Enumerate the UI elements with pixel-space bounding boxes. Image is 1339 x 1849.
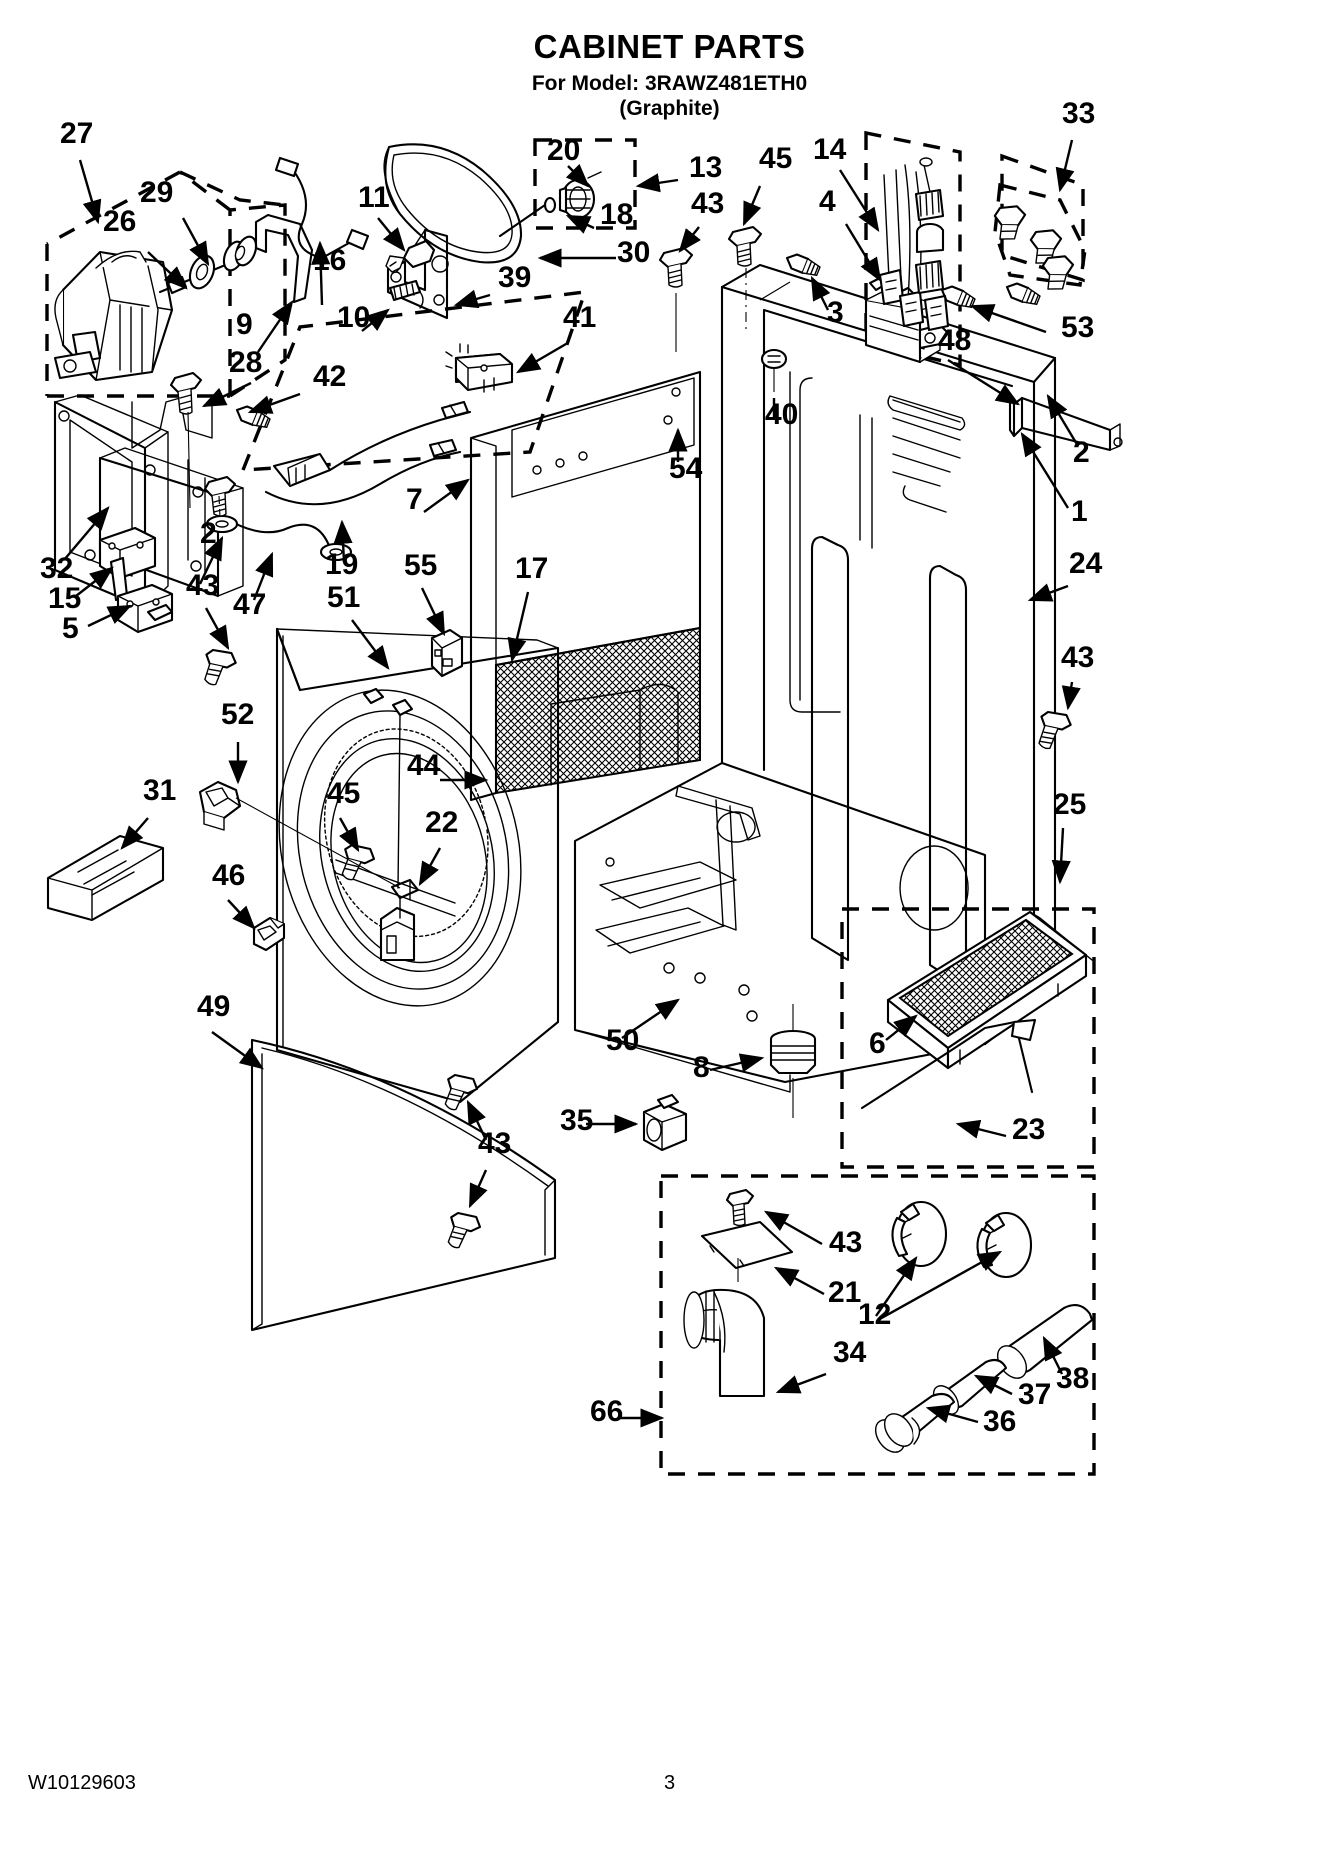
model-line: For Model: 3RAWZ481ETH0 <box>531 72 808 95</box>
callout-number: 22 <box>425 806 458 839</box>
callout-number: 35 <box>560 1104 593 1137</box>
page-number: 3 <box>663 1772 676 1794</box>
callout-number: 54 <box>669 452 703 485</box>
callout-number: 43 <box>829 1226 862 1259</box>
callout-number: 14 <box>813 133 847 166</box>
idler-pulley <box>498 171 602 238</box>
leveling-leg <box>769 1004 817 1118</box>
callout-number: 25 <box>1053 788 1086 821</box>
callout-number: 6 <box>869 1027 886 1060</box>
leader-lines <box>63 139 1081 1428</box>
callout-number: 39 <box>498 261 531 294</box>
callout-number: 12 <box>858 1298 891 1331</box>
callout-number: 42 <box>313 360 346 393</box>
wire-harness <box>205 156 472 562</box>
callout-number: 13 <box>689 151 722 184</box>
terminal-block-box <box>864 130 962 368</box>
callout-number: 28 <box>229 346 262 379</box>
motor-assembly-box <box>45 170 287 398</box>
callout-number: 45 <box>759 142 792 175</box>
callout-number: 38 <box>1056 1362 1089 1395</box>
part-31 <box>46 834 165 922</box>
lint-screen-box <box>840 907 1096 1169</box>
callout-number: 21 <box>828 1276 861 1309</box>
callout-number: 43 <box>1061 641 1094 674</box>
idler-pulley-box <box>533 138 637 230</box>
fasteners <box>169 225 1072 1254</box>
callout-number: 43 <box>478 1127 511 1160</box>
screw-kit <box>993 205 1075 290</box>
callout-number: 41 <box>563 301 596 334</box>
callout-number: 20 <box>547 134 580 167</box>
terminal-block <box>864 157 950 364</box>
callout-number: 47 <box>233 588 266 621</box>
part-46 <box>252 916 286 952</box>
callout-number: 1 <box>1071 495 1088 528</box>
callout-number: 17 <box>515 552 548 585</box>
door-switches <box>98 526 174 634</box>
model-variant: (Graphite) <box>619 97 720 120</box>
callout-number: 45 <box>327 777 360 810</box>
toe-panel <box>250 1038 557 1332</box>
callout-number: 33 <box>1062 97 1095 130</box>
thermostat <box>445 343 514 393</box>
callout-number: 50 <box>606 1024 639 1057</box>
callout-number: 53 <box>1061 311 1094 344</box>
callout-number: 52 <box>221 698 254 731</box>
callout-number: 3 <box>827 296 844 329</box>
callout-number: 18 <box>600 198 633 231</box>
front-bulkhead <box>469 370 702 802</box>
callout-number: 51 <box>327 581 360 614</box>
callout-number: 49 <box>197 990 230 1023</box>
callout-number: 5 <box>62 612 79 645</box>
idler-bracket <box>385 228 449 320</box>
callout-number: 31 <box>143 774 176 807</box>
callout-number: 9 <box>236 308 253 341</box>
callout-number: 46 <box>212 859 245 892</box>
callout-number: 37 <box>1018 1378 1051 1411</box>
page-title: CABINET PARTS <box>533 28 806 65</box>
callout-number: 24 <box>1069 547 1103 580</box>
callout-number: 30 <box>617 236 650 269</box>
drive-belt <box>383 143 523 264</box>
callout-number: 32 <box>40 552 73 585</box>
callout-number: 19 <box>325 548 358 581</box>
callout-number: 27 <box>60 117 93 150</box>
callout-number: 4 <box>819 185 836 218</box>
callout-number: 2 <box>1073 436 1090 469</box>
callout-number: 8 <box>693 1051 710 1084</box>
callout-number: 34 <box>833 1336 867 1369</box>
motor-bracket <box>254 213 314 304</box>
callout-number: 44 <box>407 749 441 782</box>
part-52 <box>198 780 401 889</box>
callout-number: 7 <box>406 483 423 516</box>
callout-number: 11 <box>358 181 390 214</box>
callout-number: 66 <box>590 1395 623 1428</box>
part-55 <box>430 628 464 678</box>
vent-duct-box <box>659 1174 1096 1476</box>
callout-number: 16 <box>313 244 346 277</box>
callout-number: 15 <box>48 582 81 615</box>
callout-number: 10 <box>337 301 370 334</box>
callout-number: 55 <box>404 549 437 582</box>
lint-screen <box>860 910 1093 1110</box>
callout-number: 36 <box>983 1405 1016 1438</box>
callout-number: 26 <box>103 205 136 238</box>
harness-box <box>240 289 588 472</box>
callout-number: 40 <box>765 398 798 431</box>
callout-number: 23 <box>1012 1113 1045 1146</box>
callout-number: 2 <box>200 517 217 550</box>
callout-number: 48 <box>938 324 971 357</box>
front-panel-door <box>275 627 560 1104</box>
callout-number: 43 <box>691 187 724 220</box>
part-35 <box>642 1093 688 1152</box>
document-code: W10129603 <box>28 1772 136 1794</box>
callout-number: 43 <box>186 569 219 602</box>
screw-kit-box <box>993 153 1087 287</box>
callout-number: 29 <box>140 176 173 209</box>
